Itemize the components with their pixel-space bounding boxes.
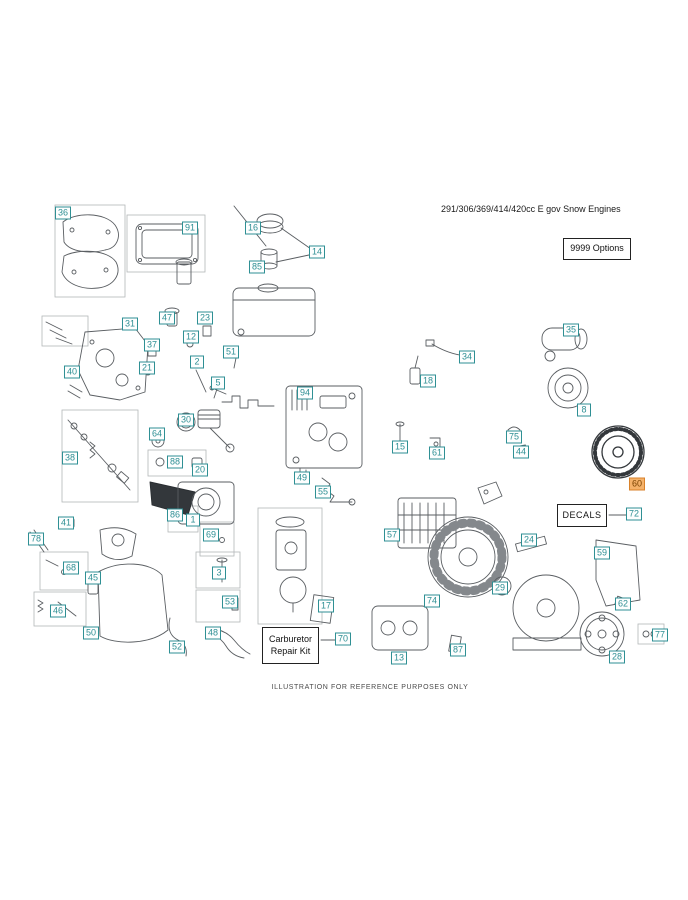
callout-51[interactable]: 51 (222, 345, 240, 359)
callout-62[interactable]: 62 (614, 597, 632, 611)
callout-53[interactable]: 53 (221, 595, 239, 609)
callout-91[interactable]: 91 (181, 221, 199, 235)
options-box[interactable]: 9999 Options (563, 238, 631, 260)
callout-21[interactable]: 21 (138, 361, 156, 375)
callout-40[interactable]: 40 (63, 365, 81, 379)
side-covers-sketch (579, 514, 658, 657)
callout-15[interactable]: 15 (391, 440, 409, 454)
callout-74[interactable]: 74 (423, 594, 441, 608)
callout-38[interactable]: 38 (61, 451, 79, 465)
carburetor-sketch (275, 516, 338, 641)
callout-48[interactable]: 48 (204, 626, 222, 640)
reference-disclaimer: ILLUSTRATION FOR REFERENCE PURPOSES ONLY (271, 684, 469, 691)
callout-16[interactable]: 16 (244, 221, 262, 235)
callout-30[interactable]: 30 (177, 413, 195, 427)
callout-87[interactable]: 87 (449, 643, 467, 657)
callout-50[interactable]: 50 (82, 626, 100, 640)
callout-59[interactable]: 59 (593, 546, 611, 560)
callout-8[interactable]: 8 (577, 403, 591, 417)
head-gaskets-sketch (61, 214, 199, 289)
part-group-boxes (33, 204, 665, 645)
callout-31[interactable]: 31 (121, 317, 139, 331)
callout-72[interactable]: 72 (625, 507, 643, 521)
callout-69[interactable]: 69 (202, 528, 220, 542)
callout-94[interactable]: 94 (296, 386, 314, 400)
callout-20[interactable]: 20 (191, 463, 209, 477)
callout-85[interactable]: 85 (248, 260, 266, 274)
callout-60[interactable]: 60 (628, 477, 646, 491)
callout-70[interactable]: 70 (334, 632, 352, 646)
page-title: 291/306/369/414/420cc E gov Snow Engines (441, 204, 621, 214)
callout-86[interactable]: 86 (166, 508, 184, 522)
callout-24[interactable]: 24 (520, 533, 538, 547)
callout-68[interactable]: 68 (62, 561, 80, 575)
callout-46[interactable]: 46 (49, 604, 67, 618)
callout-23[interactable]: 23 (196, 311, 214, 325)
callout-49[interactable]: 49 (293, 471, 311, 485)
callout-52[interactable]: 52 (168, 640, 186, 654)
callout-14[interactable]: 14 (308, 245, 326, 259)
carb-kit-label-line1: Carburetor (268, 634, 313, 645)
callout-55[interactable]: 55 (314, 485, 332, 499)
callout-28[interactable]: 28 (608, 650, 626, 664)
carb-repair-parts-sketch (67, 419, 131, 491)
carb-kit-label-line2: Repair Kit (270, 645, 311, 656)
wiring-sketch (395, 339, 527, 505)
callout-37[interactable]: 37 (143, 338, 161, 352)
carburetor-repair-kit-box[interactable]: Carburetor Repair Kit (262, 627, 319, 664)
callout-78[interactable]: 78 (27, 532, 45, 546)
callout-35[interactable]: 35 (562, 323, 580, 337)
callout-57[interactable]: 57 (383, 528, 401, 542)
callout-3[interactable]: 3 (212, 566, 226, 580)
callout-88[interactable]: 88 (166, 455, 184, 469)
callout-64[interactable]: 64 (148, 427, 166, 441)
callout-2[interactable]: 2 (190, 355, 204, 369)
callout-44[interactable]: 44 (512, 445, 530, 459)
decals-box[interactable]: DECALS (557, 504, 607, 527)
callout-77[interactable]: 77 (651, 628, 669, 642)
callout-34[interactable]: 34 (458, 350, 476, 364)
callout-61[interactable]: 61 (428, 446, 446, 460)
callout-1[interactable]: 1 (186, 513, 200, 527)
flywheel-housing-sketch (427, 516, 582, 651)
starter-sketch (541, 327, 589, 409)
callout-18[interactable]: 18 (419, 374, 437, 388)
callout-45[interactable]: 45 (84, 571, 102, 585)
piston-crankshaft-sketch (151, 395, 275, 453)
callout-12[interactable]: 12 (182, 330, 200, 344)
callout-41[interactable]: 41 (57, 516, 75, 530)
callout-36[interactable]: 36 (54, 206, 72, 220)
ring-gear-sketch (591, 425, 645, 479)
callout-17[interactable]: 17 (317, 599, 335, 613)
short-block-sketch (149, 481, 239, 611)
callout-75[interactable]: 75 (505, 430, 523, 444)
callout-29[interactable]: 29 (491, 581, 509, 595)
callout-5[interactable]: 5 (211, 376, 225, 390)
options-box-label: 9999 Options (570, 243, 624, 254)
callout-13[interactable]: 13 (390, 651, 408, 665)
decals-box-label: DECALS (562, 509, 602, 520)
callout-47[interactable]: 47 (158, 311, 176, 325)
